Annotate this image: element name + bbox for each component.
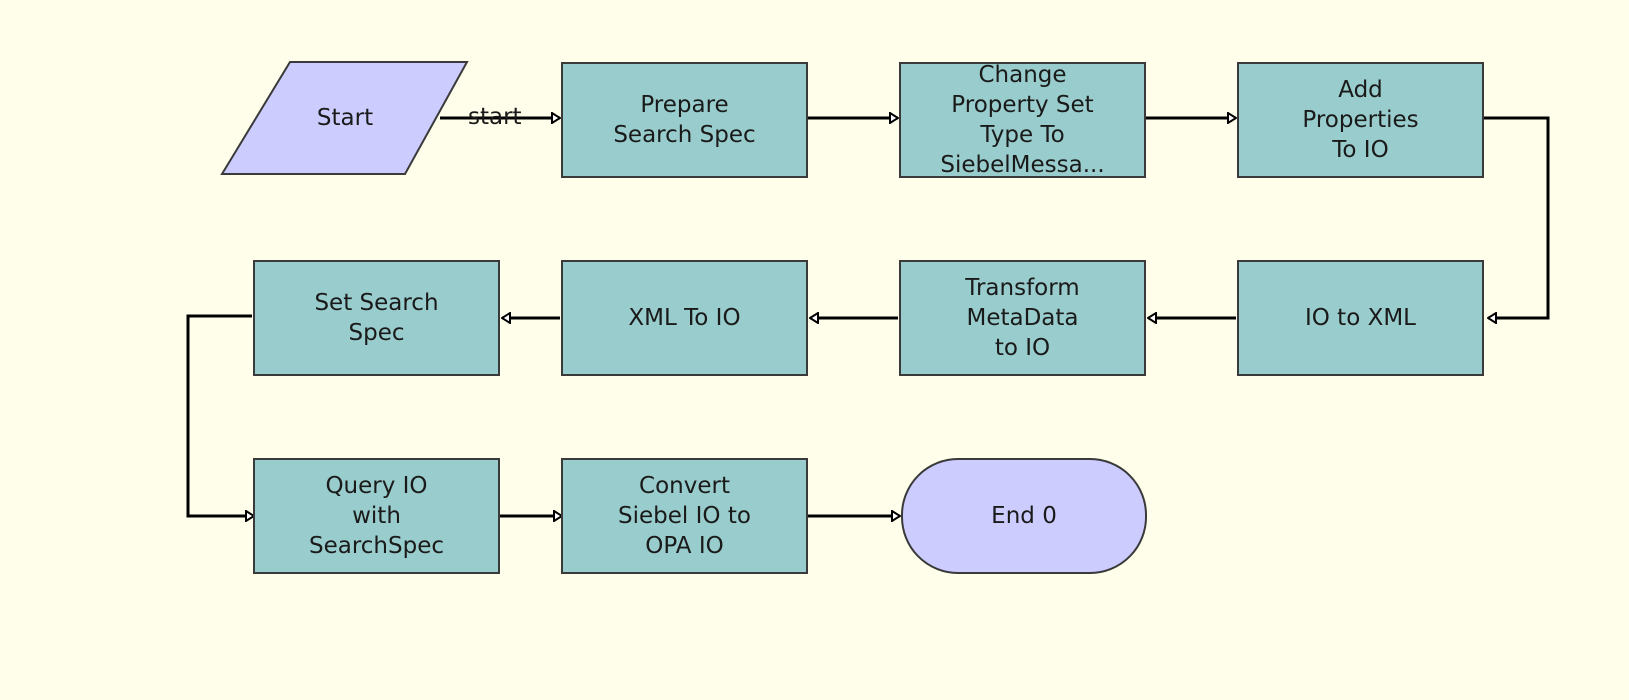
step-label-line: To IO xyxy=(1332,137,1389,163)
step-query-io-with-searchspec[interactable]: Query IO with SearchSpec xyxy=(253,458,500,574)
step-convert-siebel-io-to-opa-io[interactable]: Convert Siebel IO to OPA IO xyxy=(561,458,808,574)
step-label-line: Properties xyxy=(1302,107,1419,133)
step-label-line: Search Spec xyxy=(613,122,756,148)
step-label-line: Prepare xyxy=(640,92,729,118)
step-label-line: Type To xyxy=(980,122,1065,148)
edge-add-to-ioxml xyxy=(1484,116,1550,318)
end-node-label: End 0 xyxy=(991,503,1057,529)
step-label-line: Transform xyxy=(965,275,1080,301)
step-label-line: Set Search xyxy=(314,290,439,316)
step-label-line: Siebel IO to xyxy=(618,503,751,529)
step-label-line: Convert xyxy=(639,473,730,499)
step-io-to-xml[interactable]: IO to XML xyxy=(1237,260,1484,376)
step-set-search-spec[interactable]: Set Search Spec xyxy=(253,260,500,376)
step-label-line: Change xyxy=(978,62,1067,88)
step-label-line: to IO xyxy=(994,335,1051,361)
step-label-line: SearchSpec xyxy=(308,533,444,559)
step-transform-metadata-to-io[interactable]: Transform MetaData to IO xyxy=(899,260,1146,376)
start-edge-label: start xyxy=(468,104,522,130)
step-prepare-search-spec[interactable]: Prepare Search Spec xyxy=(561,62,808,178)
edge-setsearch-to-query xyxy=(186,314,254,516)
step-label-line: with xyxy=(352,503,401,529)
step-add-properties-to-io[interactable]: Add Properties To IO xyxy=(1237,62,1484,178)
step-label-line: IO to XML xyxy=(1304,305,1416,331)
step-label-line: XML To IO xyxy=(628,305,741,331)
step-label-line: SiebelMessa... xyxy=(940,152,1105,178)
step-label-line: Spec xyxy=(348,320,405,346)
start-node-shape[interactable] xyxy=(220,61,469,175)
step-xml-to-io[interactable]: XML To IO xyxy=(561,260,808,376)
step-label-line: Add xyxy=(1338,77,1383,103)
step-change-property-set-type[interactable]: Change Property Set Type To SiebelMessa.… xyxy=(899,62,1146,178)
end-node[interactable]: End 0 xyxy=(901,458,1147,574)
start-node-label: Start xyxy=(316,105,374,131)
step-label-line: OPA IO xyxy=(645,533,724,559)
step-label-line: MetaData xyxy=(966,305,1079,331)
step-label-line: Property Set xyxy=(951,92,1094,118)
step-label-line: Query IO xyxy=(325,473,428,499)
